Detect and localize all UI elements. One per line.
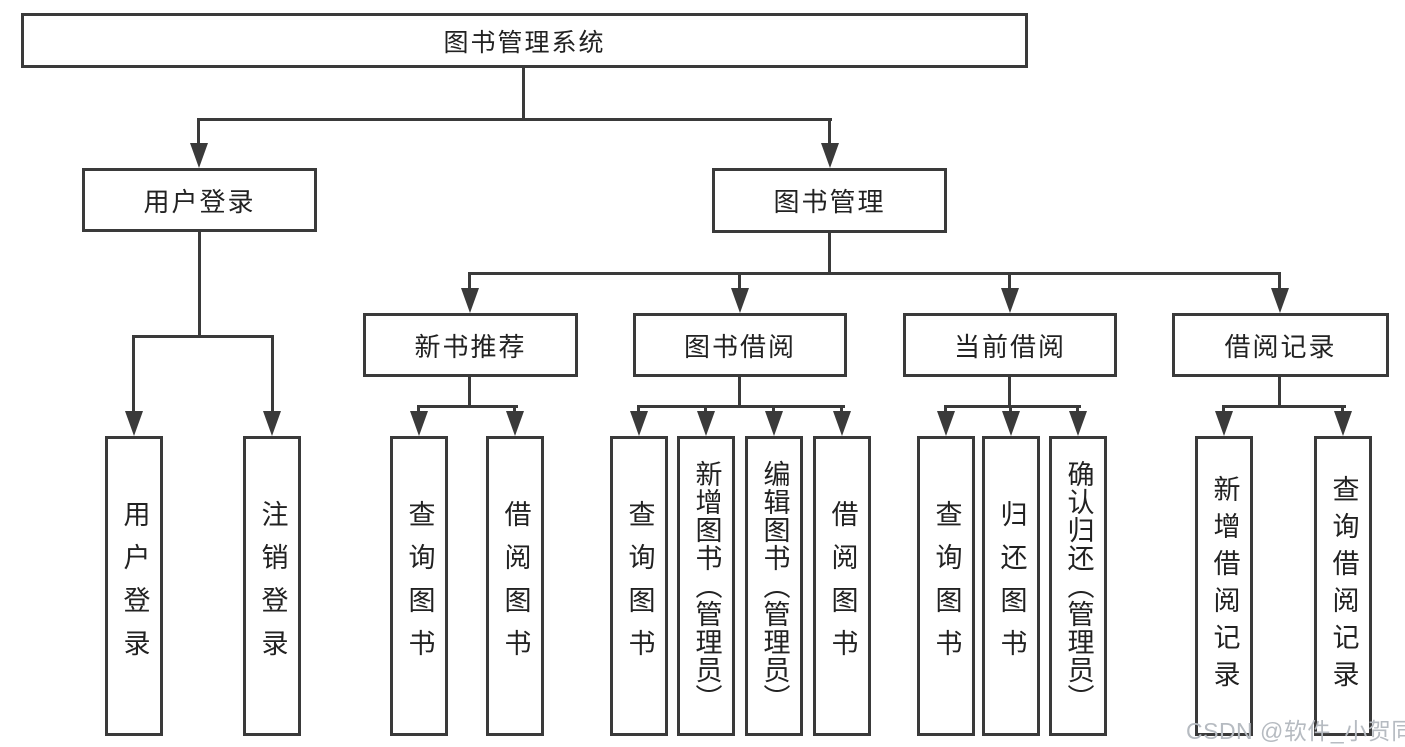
connector-line — [417, 405, 518, 408]
arrow-down-icon — [833, 411, 851, 436]
leaf-label: 注销登录 — [257, 500, 288, 672]
arrow-down-icon — [765, 411, 783, 436]
connector-line — [198, 232, 201, 338]
arrow-down-icon — [1271, 288, 1289, 313]
arrow-down-icon — [1069, 411, 1087, 436]
leaf-logout: 注销登录 — [243, 436, 301, 736]
leaf-confirm-return-admin: 确认归还（管理员） — [1049, 436, 1107, 736]
connector-line — [1222, 405, 1346, 408]
leaf-query-borrow-record: 查询借阅记录 — [1314, 436, 1372, 736]
node-library-management-system: 图书管理系统 — [21, 13, 1028, 68]
leaf-label: 新增借阅记录 — [1209, 475, 1240, 697]
leaf-add-books-admin: 新增图书（管理员） — [677, 436, 735, 736]
node-book-borrowing: 图书借阅 — [633, 313, 847, 377]
connector-line — [197, 118, 200, 146]
arrow-down-icon — [1215, 411, 1233, 436]
leaf-label: 编辑图书（管理员） — [759, 460, 790, 712]
arrow-down-icon — [190, 143, 208, 168]
connector-line — [1008, 377, 1011, 408]
leaf-label: 借阅图书 — [500, 500, 531, 672]
node-label: 借阅记录 — [1224, 331, 1337, 362]
leaf-query-books-current: 查询图书 — [917, 436, 975, 736]
connector-line — [1341, 405, 1344, 414]
connector-line — [828, 118, 831, 146]
leaf-borrow-books: 借阅图书 — [813, 436, 871, 736]
connector-line — [944, 405, 947, 414]
connector-line — [1278, 272, 1281, 291]
connector-line — [468, 272, 471, 291]
connector-line — [738, 377, 741, 408]
node-label: 图书管理系统 — [443, 28, 606, 57]
connector-line — [944, 405, 1081, 408]
leaf-label: 确认归还（管理员） — [1063, 460, 1094, 712]
csdn-watermark: CSDN @软件_小贺同学 — [1186, 718, 1405, 744]
arrow-down-icon — [937, 411, 955, 436]
connector-line — [1008, 272, 1011, 291]
leaf-label: 查询借阅记录 — [1328, 475, 1359, 697]
connector-line — [522, 68, 525, 121]
leaf-label: 查询图书 — [931, 500, 962, 672]
connector-line — [828, 233, 831, 275]
leaf-query-books-recommend: 查询图书 — [390, 436, 448, 736]
arrow-down-icon — [630, 411, 648, 436]
node-new-book-recommendation: 新书推荐 — [363, 313, 578, 377]
leaf-label: 查询图书 — [404, 500, 435, 672]
leaf-user-login: 用户登录 — [105, 436, 163, 736]
node-label: 图书管理 — [773, 187, 886, 217]
connector-line — [1009, 405, 1012, 414]
connector-line — [1222, 405, 1225, 414]
connector-line — [468, 377, 471, 408]
arrow-down-icon — [697, 411, 715, 436]
arrow-down-icon — [506, 411, 524, 436]
connector-line — [772, 405, 775, 414]
connector-line — [132, 335, 135, 414]
arrow-down-icon — [1001, 288, 1019, 313]
connector-line — [704, 405, 707, 414]
connector-line — [738, 272, 741, 291]
connector-line — [1278, 377, 1281, 408]
leaf-label: 新增图书（管理员） — [691, 460, 722, 712]
connector-line — [197, 118, 832, 121]
leaf-label: 归还图书 — [996, 500, 1027, 672]
node-label: 用户登录 — [143, 186, 256, 217]
leaf-label: 用户登录 — [119, 500, 150, 672]
node-label: 新书推荐 — [414, 331, 527, 362]
connector-line — [132, 335, 274, 338]
node-current-borrowing: 当前借阅 — [903, 313, 1117, 377]
leaf-label: 借阅图书 — [827, 500, 858, 672]
node-label: 当前借阅 — [953, 331, 1066, 362]
node-label: 图书借阅 — [683, 331, 796, 362]
connector-line — [1076, 405, 1079, 414]
connector-line — [271, 335, 274, 414]
connector-line — [513, 405, 516, 414]
leaf-query-books-borrow: 查询图书 — [610, 436, 668, 736]
arrow-down-icon — [1002, 411, 1020, 436]
leaf-borrow-books-recommend: 借阅图书 — [486, 436, 544, 736]
arrow-down-icon — [125, 411, 143, 436]
arrow-down-icon — [821, 143, 839, 168]
connector-line — [468, 272, 1281, 275]
arrow-down-icon — [410, 411, 428, 436]
node-book-management: 图书管理 — [712, 168, 947, 233]
leaf-label: 查询图书 — [624, 500, 655, 672]
connector-line — [637, 405, 845, 408]
connector-line — [417, 405, 420, 414]
arrow-down-icon — [263, 411, 281, 436]
node-user-login: 用户登录 — [82, 168, 317, 232]
arrow-down-icon — [731, 288, 749, 313]
leaf-add-borrow-record: 新增借阅记录 — [1195, 436, 1253, 736]
arrow-down-icon — [461, 288, 479, 313]
leaf-return-books: 归还图书 — [982, 436, 1040, 736]
leaf-edit-books-admin: 编辑图书（管理员） — [745, 436, 803, 736]
arrow-down-icon — [1334, 411, 1352, 436]
connector-line — [840, 405, 843, 414]
connector-line — [637, 405, 640, 414]
node-borrowing-records: 借阅记录 — [1172, 313, 1389, 377]
